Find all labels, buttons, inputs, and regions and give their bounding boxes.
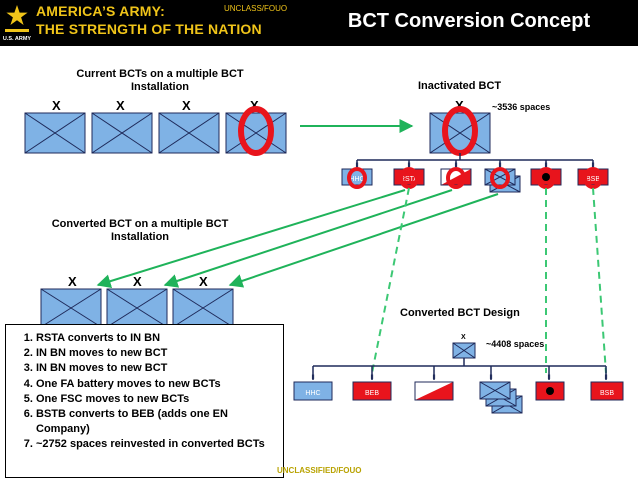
header-title-line2: THE STRENGTH OF THE NATION xyxy=(36,21,262,37)
svg-text:II: II xyxy=(370,375,374,381)
step-item: IN BN moves to new BCT xyxy=(36,361,283,376)
unit-engineer-design: II xyxy=(535,375,565,401)
converted-x-2: X xyxy=(133,274,142,289)
slide-title: BCT Conversion Concept xyxy=(347,10,591,32)
dashed-connectors xyxy=(371,187,607,374)
unit-fa-inactivated: II xyxy=(440,163,472,186)
svg-text:II: II xyxy=(547,375,551,381)
unit-bsb-inactivated: II BSB xyxy=(577,163,609,186)
unit-bsb-design-label: BSB xyxy=(600,390,614,397)
current-bct-2 xyxy=(91,112,153,154)
current-bct-3 xyxy=(158,112,220,154)
svg-text:II: II xyxy=(604,375,608,381)
header-title-line1: AMERICA’S ARMY: xyxy=(36,3,165,19)
unit-hhc-design-label: HHC xyxy=(305,390,320,397)
unit-bsb-inactivated-label: BSB xyxy=(586,176,600,183)
svg-text:II: II xyxy=(591,163,595,169)
inactivated-spaces: ~3536 spaces xyxy=(492,102,551,112)
converted-bct-1 xyxy=(40,288,102,328)
header-bar: U.S. ARMY AMERICA’S ARMY: THE STRENGTH O… xyxy=(0,0,638,46)
svg-text:II: II xyxy=(432,375,436,381)
design-bct xyxy=(452,342,476,359)
svg-text:II: II xyxy=(544,163,548,169)
step-item: ~2752 spaces reinvested in converted BCT… xyxy=(36,437,283,452)
unit-beb-design: II BEB xyxy=(352,375,392,401)
unit-rsta-inactivated-label: RSTA xyxy=(400,176,418,183)
unit-engineer-inactivated: II xyxy=(530,163,562,186)
current-x-2: X xyxy=(116,98,125,113)
converted-x-1: X xyxy=(68,274,77,289)
design-spaces: ~4408 spaces xyxy=(486,339,545,349)
step-item: One FSC moves to new BCTs xyxy=(36,392,283,407)
unit-beb-design-label: BEB xyxy=(365,390,379,397)
step-item: IN BN moves to new BCT xyxy=(36,346,283,361)
current-x-1: X xyxy=(52,98,61,113)
unit-infantry-design: II xyxy=(479,375,523,414)
army-star-logo: U.S. ARMY xyxy=(2,2,32,44)
svg-text:II: II xyxy=(311,375,315,381)
unit-bsb-design: II BSB xyxy=(590,375,624,401)
converted-bct-2 xyxy=(106,288,168,328)
svg-text:II: II xyxy=(407,163,411,169)
unit-rsta-inactivated: II RSTA xyxy=(393,163,425,186)
inactivated-x: X xyxy=(455,98,464,113)
svg-text:II: II xyxy=(498,163,502,169)
step-item: One FA battery moves to new BCTs xyxy=(36,377,283,392)
logo-text: U.S. ARMY xyxy=(3,36,32,42)
step-item: RSTA converts to IN BN xyxy=(36,331,283,346)
unit-fa-design: II xyxy=(414,375,454,401)
classification-top: UNCLASS/FOUO xyxy=(224,4,288,13)
removal-markers xyxy=(347,167,603,189)
converted-bct-3 xyxy=(172,288,234,328)
step-item: BSTB converts to BEB (adds one EN Compan… xyxy=(36,407,283,437)
current-x-3: X xyxy=(182,98,191,113)
inactivated-org-lines xyxy=(356,153,594,169)
converted-x-3: X xyxy=(199,274,208,289)
classification-bottom: UNCLASSIFIED/FOUO xyxy=(277,466,362,475)
converted-design-label: Converted BCT Design xyxy=(400,307,520,319)
design-x: X xyxy=(461,334,466,341)
removal-circle-current xyxy=(238,106,274,156)
svg-text:II: II xyxy=(355,163,359,169)
current-x-4: X xyxy=(250,98,259,113)
svg-text:II: II xyxy=(454,163,458,169)
unit-hhc-inactivated-label: HHC xyxy=(349,176,364,183)
unit-hhc-design: II HHC xyxy=(293,375,333,401)
transfer-arrows xyxy=(96,189,499,288)
unit-hhc-inactivated: II HHC xyxy=(341,163,373,186)
current-bct-4 xyxy=(225,112,287,154)
inactivated-bct-label: Inactivated BCT xyxy=(418,80,502,92)
current-bct-1 xyxy=(24,112,86,154)
svg-text:II: II xyxy=(489,375,493,381)
inactivated-bct xyxy=(429,112,491,154)
design-org-lines xyxy=(312,358,607,380)
conversion-steps-list: RSTA converts to IN BN IN BN moves to ne… xyxy=(5,324,284,478)
